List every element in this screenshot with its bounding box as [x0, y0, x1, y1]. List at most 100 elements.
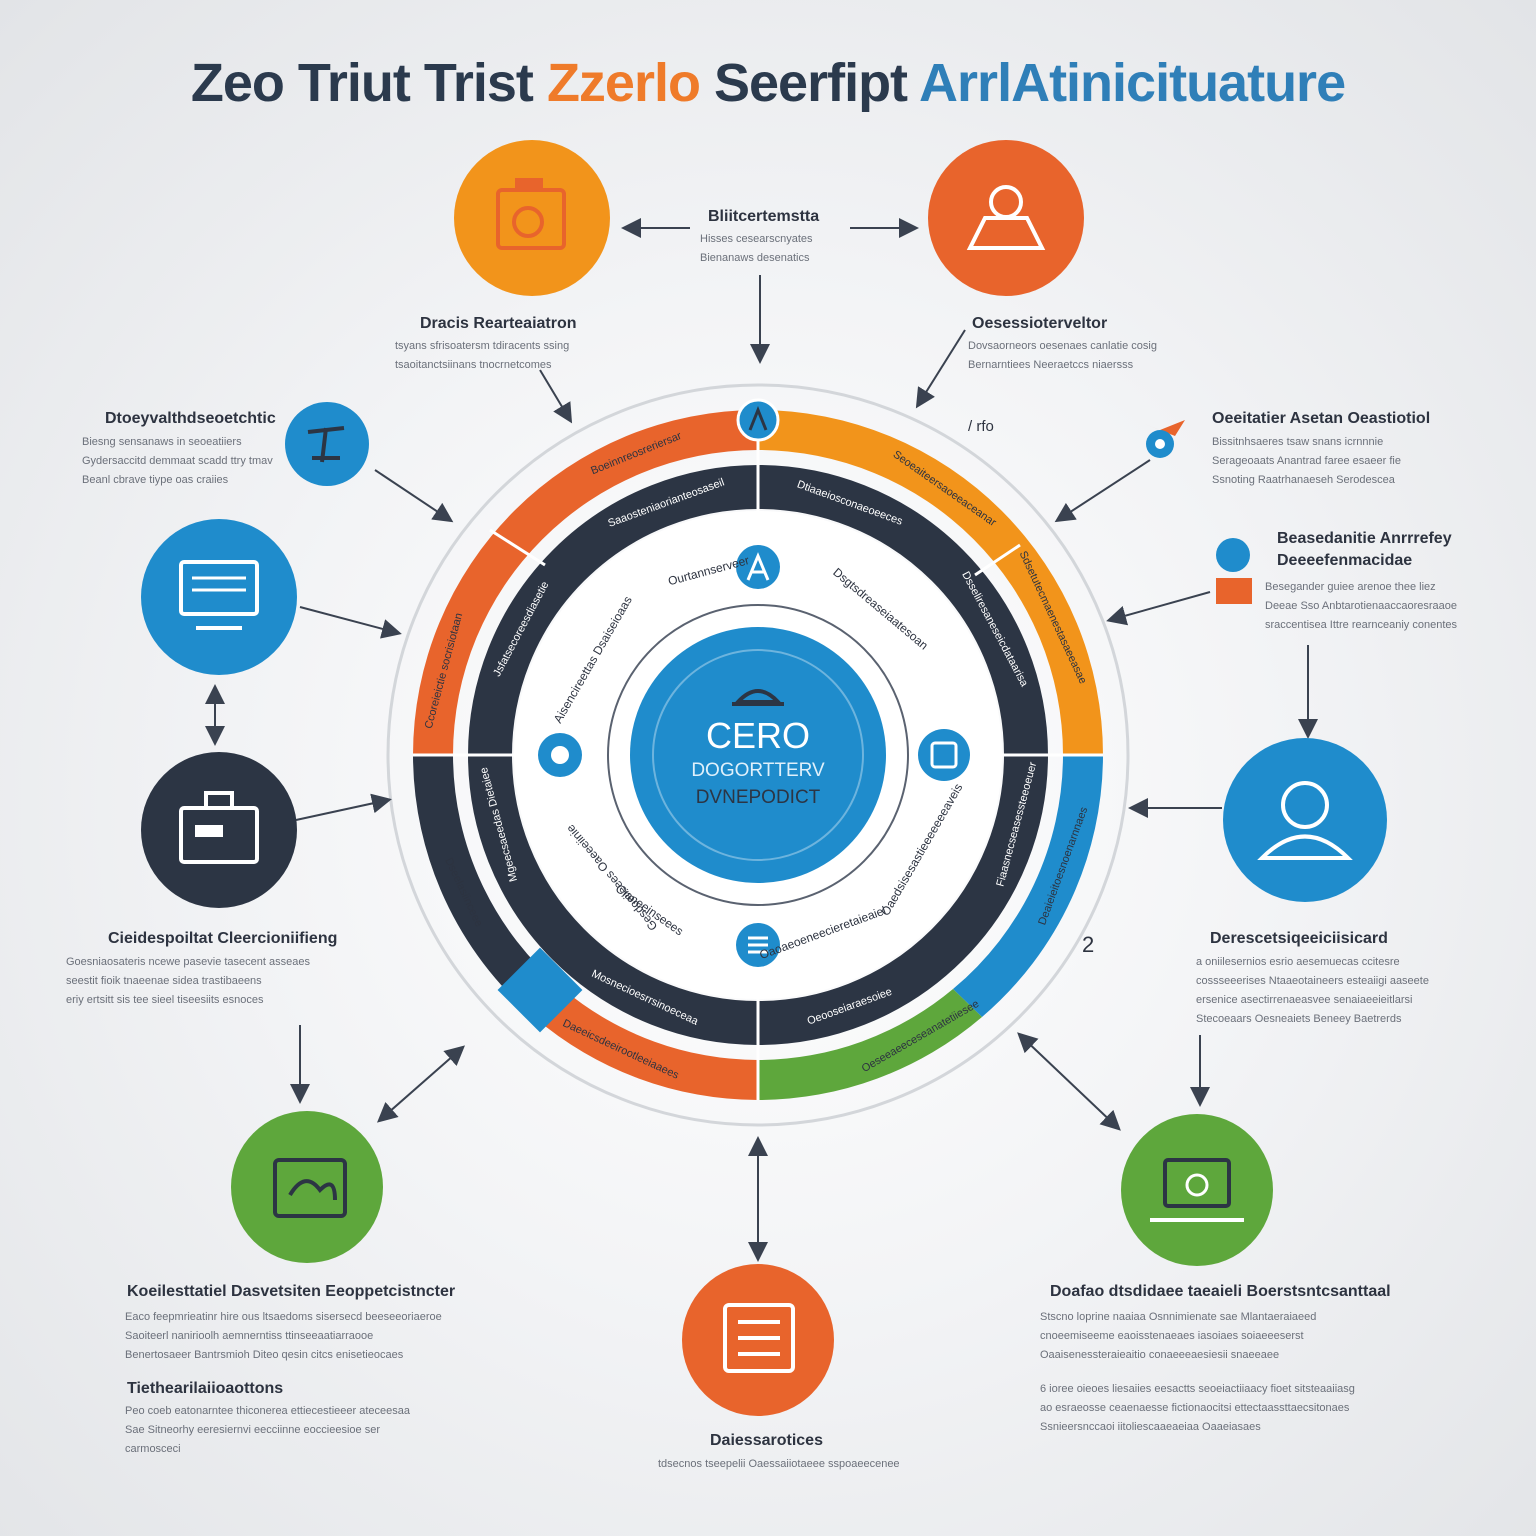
camera-icon — [496, 178, 566, 250]
monitor-icon — [179, 560, 259, 630]
label-bottom-right-2-body: 6 ioree oieoes liesaiies eesactts seoeia… — [1040, 1380, 1355, 1437]
label-line: eriy ertsitt sis tee sieel tiseesiits es… — [66, 994, 264, 1006]
node-right[interactable] — [1223, 738, 1387, 902]
center-title: CERO — [706, 715, 810, 756]
label-line: seestit fioik tnaeenae sidea trastibaeen… — [66, 975, 262, 987]
ring-segment-bottom-right — [758, 989, 982, 1100]
cloud-bag-icon — [273, 1158, 347, 1218]
label-line: Eaco feepmrieatinr hire ous ltsaedoms si… — [125, 1311, 442, 1323]
inner-orbit-ring — [607, 604, 909, 906]
node-right-mid-small[interactable] — [1216, 538, 1252, 604]
label-line: Beanl cbrave tiype oas craiies — [82, 474, 229, 486]
label-line: Biesng sensanaws in seoeatiiers — [82, 436, 242, 448]
ring-bottom-left-icon — [497, 947, 583, 1033]
label-bottom-left-body: Eaco feepmrieatinr hire ous ltsaedoms si… — [125, 1308, 442, 1365]
ring-segment-top-right — [758, 410, 1103, 755]
label-bottom-center-body: tdsecnos tseepelii Oaessaiiotaeee sspoae… — [658, 1455, 900, 1474]
label-top-left-heading: Dracis Rearteaiatron — [420, 315, 577, 332]
orbit-icon-right — [918, 729, 970, 781]
label-right-mid-body: Besegander guiee arenoe thee liez Deeae … — [1265, 578, 1457, 635]
ring-segment-bottom-left — [534, 989, 758, 1100]
label-right-upper-body: Bissitnhsaeres tsaw snans icrnnnie Serag… — [1212, 433, 1401, 490]
label-line: Serageoaats Anantrad faree esaeer fie — [1212, 455, 1401, 467]
center-line-2: DVNEPODICT — [696, 787, 821, 808]
node-bottom-right[interactable] — [1121, 1114, 1273, 1266]
annotation-right-bottom: 2 — [1082, 932, 1095, 957]
label-line: carmosceci — [125, 1443, 181, 1455]
label-line: Bernarntiees Neeraetccs niaersss — [968, 359, 1134, 371]
label-right-lower-body: a oniilesernios esrio aesemuecas ccitesr… — [1196, 953, 1429, 1029]
label-top-middle-body: Hisses cesearscnyates Bienanaws desenati… — [700, 230, 813, 268]
user-icon — [1257, 781, 1353, 860]
label-line: Saoiteerl nanirioolh aemnerntiss ttinsee… — [125, 1330, 374, 1342]
label-line: tsaoitanctsiinans tnocrnetcomes — [395, 359, 552, 371]
outer-boundary-ring — [386, 383, 1130, 1127]
label-top-middle-heading: Bliitcertemstta — [708, 208, 820, 225]
annotation-right-top: / rfo — [968, 418, 994, 435]
node-left-lower[interactable] — [141, 752, 297, 908]
label-line: cossseeerises Ntaaeotaineers esteaiigi a… — [1196, 975, 1429, 987]
orbit-icon-bottom — [736, 923, 780, 967]
label-line: Hisses cesearscnyates — [700, 233, 813, 245]
label-left-upper-heading: Dtoeyvalthdseoetchtic — [105, 410, 276, 427]
hard-hat-icon — [732, 689, 784, 706]
label-right-mid-heading: Beasedanitie Anrrrefey — [1277, 530, 1452, 547]
label-line: Oaaisenessteraieaitio conaeeeaesiesii sn… — [1040, 1349, 1280, 1361]
briefcase-icon — [179, 791, 259, 864]
label-bottom-center-heading: Daiessarotices — [710, 1432, 823, 1449]
label-line: tsyans sfrisoatersm tdiracents ssing — [395, 340, 570, 352]
ring-segment-left-lower — [413, 755, 563, 1017]
label-line: Ssnieersnccaoi iitoliescaaeaeiaa Oaaeias… — [1040, 1421, 1261, 1433]
connector-arrows — [205, 218, 1318, 1262]
label-right-upper-heading: Oeeitatier Asetan Oeastiotiol — [1212, 410, 1431, 427]
label-top-right-heading: Oesessioterveltor — [972, 315, 1108, 332]
label-line: Besegander guiee arenoe thee liez — [1265, 581, 1436, 593]
node-right-upper-small[interactable] — [1135, 420, 1185, 458]
label-top-right-body: Dovsaorneors oesenaes canlatie cosig Ber… — [968, 337, 1157, 375]
label-line: Stscno loprine naaiaa Osnnimienate sae M… — [1040, 1311, 1317, 1323]
label-line: Goesniaosateris ncewe pasevie tasecent a… — [66, 956, 310, 968]
label-line: tdsecnos tseepelii Oaessaiiotaeee sspoae… — [658, 1458, 900, 1470]
label-line: Bienanaws desenatics — [700, 252, 810, 264]
label-bottom-left-2-body: Peo coeb eatonarntee thiconerea ettieces… — [125, 1402, 410, 1459]
label-line: Bissitnhsaeres tsaw snans icrnnnie — [1212, 436, 1384, 448]
label-line: cnoeemiseeme eaoisstenaeaes iasoiaes soi… — [1040, 1330, 1304, 1342]
node-top-right[interactable] — [928, 140, 1084, 296]
label-line: 6 ioree oieoes liesaiies eesactts seoeia… — [1040, 1383, 1355, 1395]
node-left-small[interactable] — [285, 402, 369, 486]
center-line-1: DOGORTTERV — [691, 760, 825, 781]
label-line: Gydersaccitd demmaat scadd ttry tmav — [82, 455, 273, 467]
label-line: Deeae Sso Anbtarotienaaccaoresraaoe — [1265, 600, 1458, 612]
label-bottom-right-heading: Doafao dtsdidaee taeaieli Boerstsntcsant… — [1050, 1283, 1391, 1300]
label-bottom-left-heading: Koeilesttatiel Dasvetsiten Eeoppetcistnc… — [127, 1283, 456, 1300]
ring-segment-right-lower — [953, 755, 1103, 1017]
label-line: Ssnoting Raatrhanaeseh Serodescea — [1212, 474, 1395, 486]
label-top-left-body: tsyans sfrisoatersm tdiracents ssing tsa… — [395, 337, 569, 375]
label-line: Peo coeb eatonarntee thiconerea ettieces… — [125, 1405, 410, 1417]
node-bottom-center[interactable] — [682, 1264, 834, 1416]
node-bottom-left[interactable] — [231, 1111, 383, 1263]
label-bottom-right-body: Stscno loprine naaiaa Osnnimienate sae M… — [1040, 1308, 1316, 1365]
center-disk — [630, 627, 886, 883]
orbit-icon-top — [736, 545, 780, 589]
label-line: sraccentisea Ittre rearnceaniy conentes — [1265, 619, 1457, 631]
tool-icon — [307, 426, 345, 463]
label-right-lower-heading: Derescetsiqeeiciisicard — [1210, 930, 1388, 947]
label-line: Sae Sitneorhy eeresiernvi eecciinne eocc… — [125, 1424, 380, 1436]
label-line: a oniilesernios esrio aesemuecas ccitesr… — [1196, 956, 1400, 968]
label-line: ao esraeosse ceaenaesse fictionaocitsi e… — [1040, 1402, 1350, 1414]
label-line: Dovsaorneors oesenaes canlatie cosig — [968, 340, 1157, 352]
node-left-upper[interactable] — [141, 519, 297, 675]
label-left-mid-heading: Cieidespoiltat Cleercioniifieng — [108, 930, 338, 947]
label-right-mid-heading-2: Deeeefenmacidae — [1277, 552, 1413, 569]
outer-ring-band — [413, 410, 1103, 1100]
laptop-icon — [1150, 1158, 1244, 1222]
label-line: Benertosaeer Bantrsmioh Diteo qesin citc… — [125, 1349, 404, 1361]
ring-top-icon — [736, 398, 780, 442]
node-top-left[interactable] — [454, 140, 610, 296]
label-line: ersenice asectirrenaeasvee senaiaeeieitl… — [1196, 994, 1413, 1006]
label-line: Stecoeaars Oesneaiets Beneey Baetrerds — [1196, 1013, 1402, 1025]
label-left-mid-body: Goesniaosateris ncewe pasevie tasecent a… — [66, 953, 310, 1010]
